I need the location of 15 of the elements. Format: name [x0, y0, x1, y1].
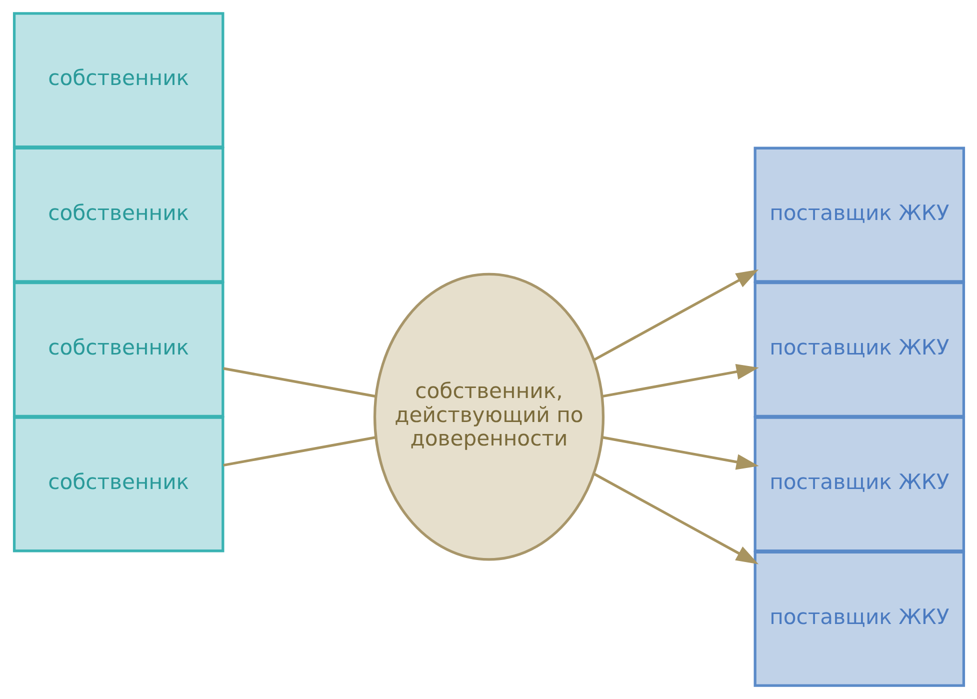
arrow [593, 269, 758, 361]
connector [222, 367, 376, 398]
node-box: собственник [12, 282, 224, 418]
node-box: поставщик ЖКУ [753, 550, 965, 687]
node-box: собственник [12, 416, 224, 552]
node-box: поставщик ЖКУ [753, 416, 965, 552]
node-box: собственник [12, 12, 224, 148]
connector [222, 436, 376, 467]
arrow [601, 364, 758, 398]
node-ellipse: собственник, действующий по доверенности [372, 272, 604, 561]
arrow [601, 436, 758, 470]
node-box: поставщик ЖКУ [753, 146, 965, 283]
arrow [593, 472, 758, 564]
node-box: поставщик ЖКУ [753, 282, 965, 418]
node-box: собственник [12, 146, 224, 283]
